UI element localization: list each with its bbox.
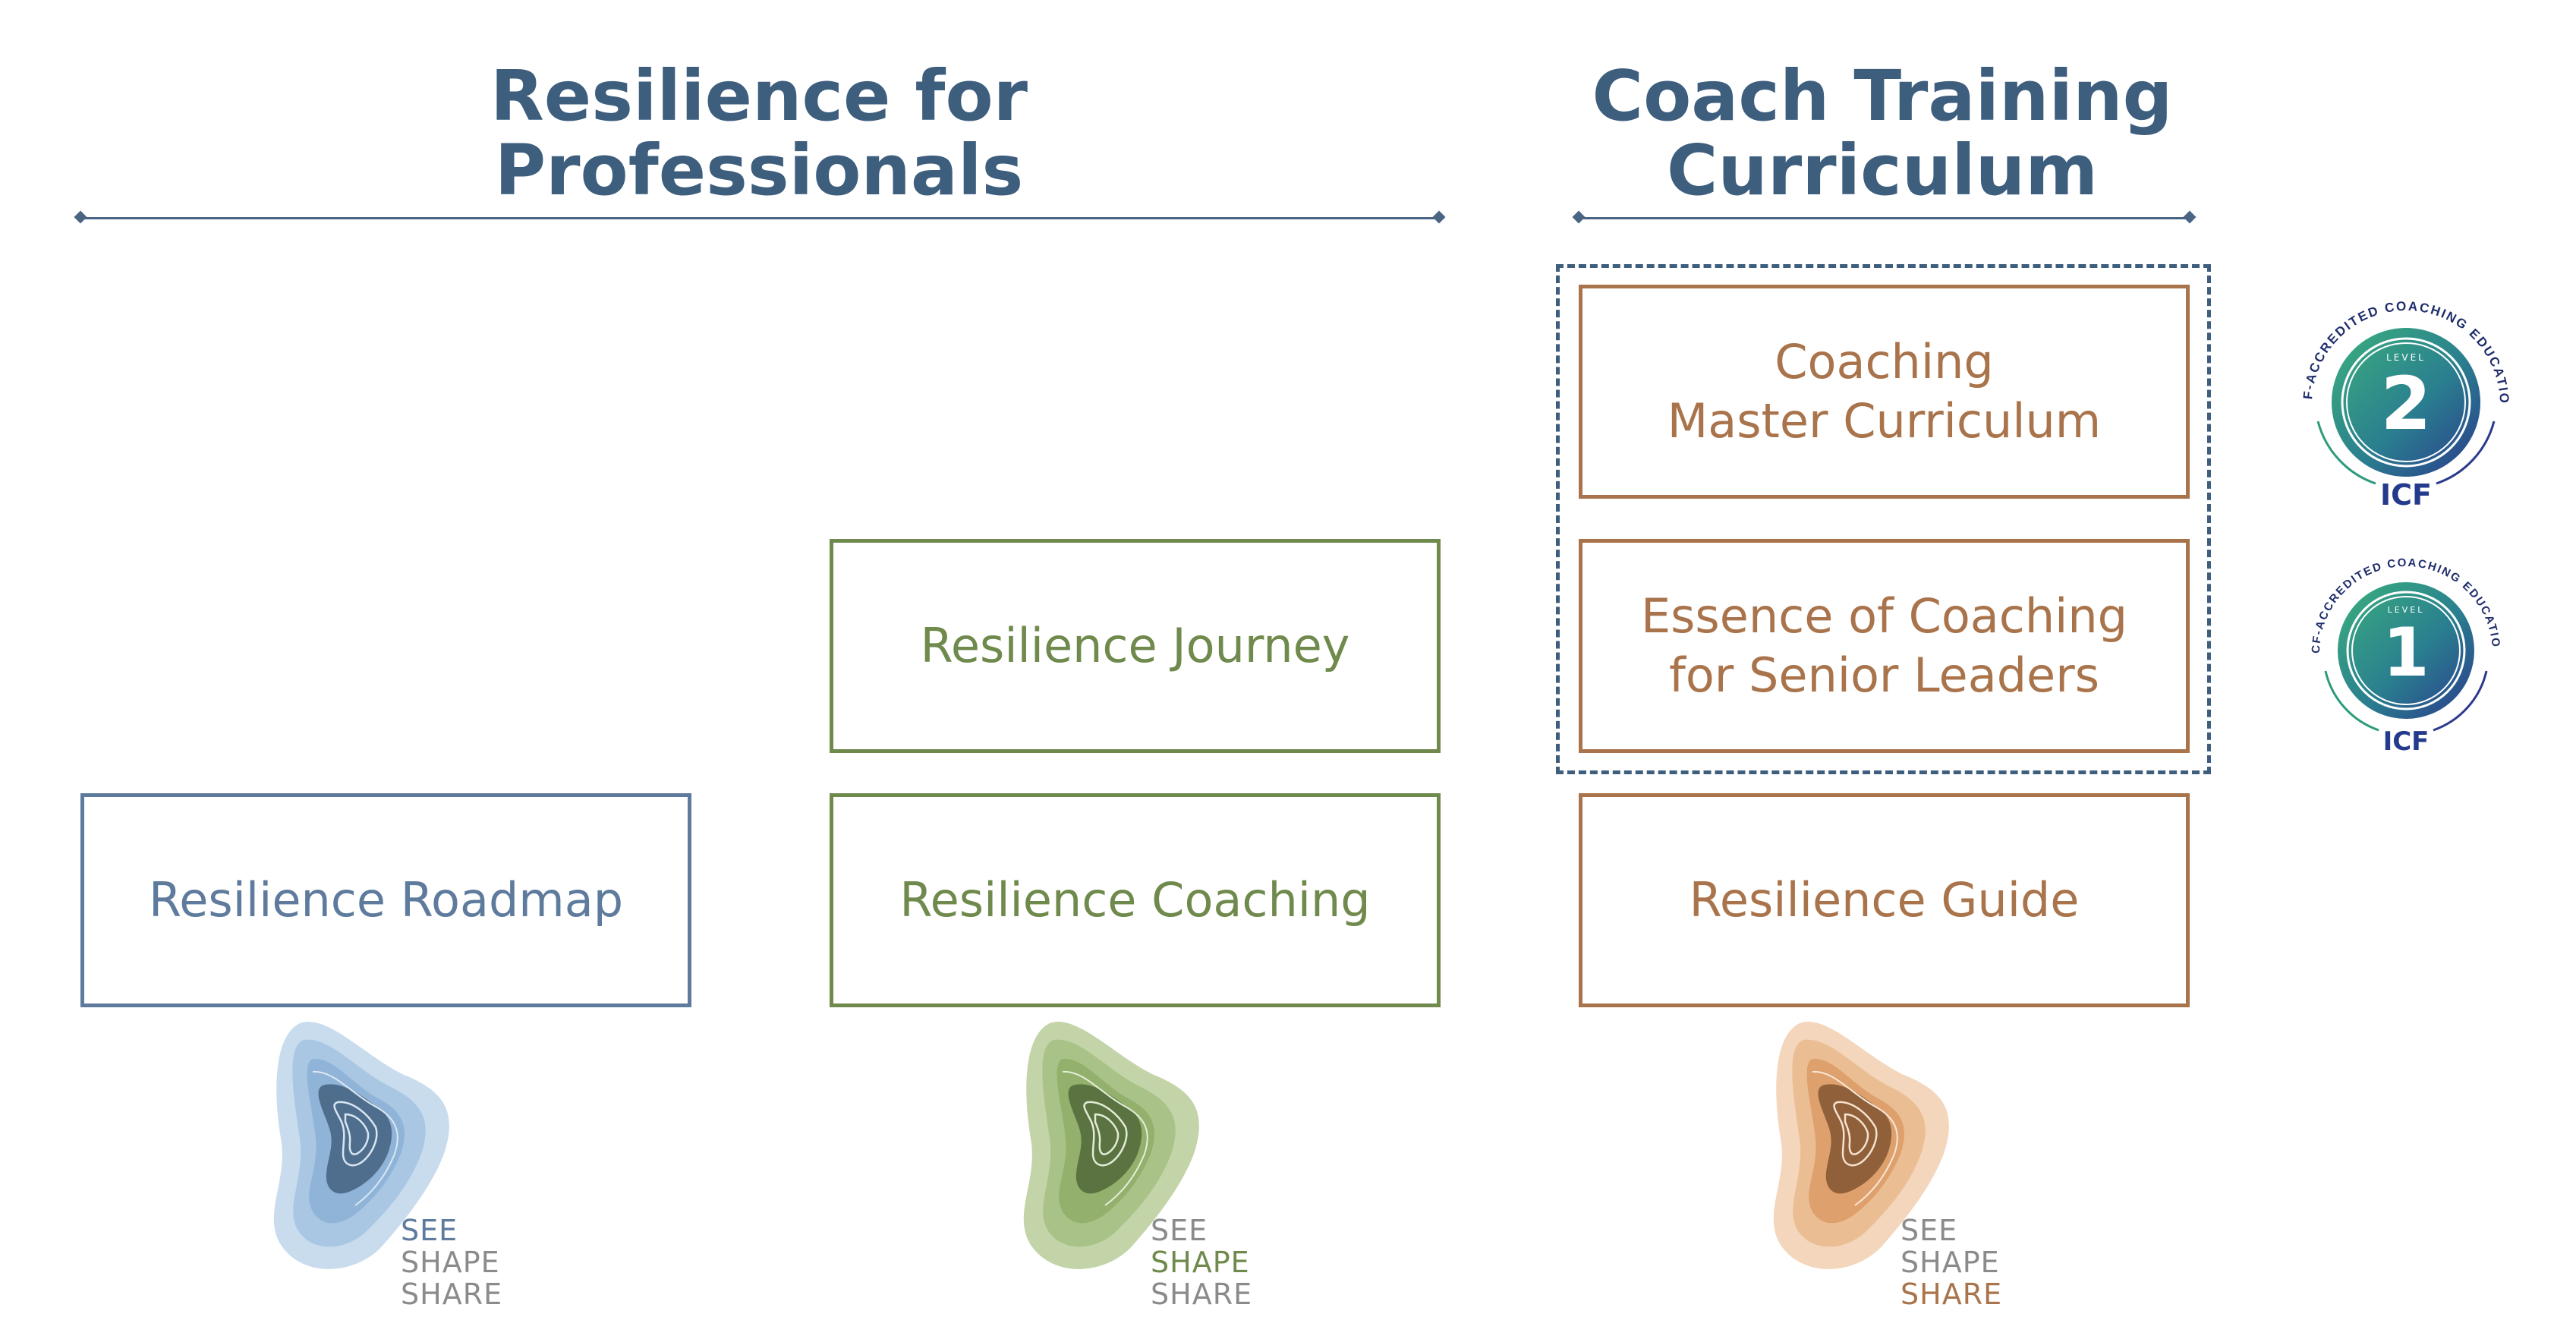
box-label: Resilience Journey [920, 618, 1350, 673]
coaching-master-curriculum-box[interactable]: Coaching Master Curriculum [1579, 285, 2190, 499]
divider-right [1579, 217, 2190, 219]
badge-level-number: 2 [2381, 361, 2432, 446]
icf-level-2-badge-icon: ICF-ACCREDITED COACHING EDUCATION LEVEL … [2285, 277, 2510, 512]
badge-brand: ICF [2380, 478, 2432, 512]
icf-accredited-group [1556, 264, 2211, 774]
resilience-journey-box[interactable]: Resilience Journey [830, 539, 1441, 753]
see-shape-share-green: SEE SHAPE SHARE [1151, 1215, 1252, 1310]
see-shape-share-orange: SEE SHAPE SHARE [1901, 1215, 2002, 1310]
badge-level-word: LEVEL [2386, 352, 2426, 363]
box-label: Master Curriculum [1667, 393, 2102, 449]
resilience-roadmap-box[interactable]: Resilience Roadmap [80, 793, 691, 1007]
heading-coach-training-curriculum: Coach Training Curriculum [1571, 59, 2193, 208]
box-label: Resilience Coaching [899, 872, 1371, 928]
heading-line: Professionals [494, 130, 1024, 211]
box-label: Essence of Coaching [1640, 588, 2128, 644]
heading-resilience-for-professionals: Resilience for Professionals [76, 59, 1442, 208]
essence-of-coaching-box[interactable]: Essence of Coaching for Senior Leaders [1579, 539, 2190, 753]
logo-word-shape: SHAPE [401, 1246, 500, 1279]
box-label: Coaching [1775, 334, 1994, 389]
resilience-guide-box[interactable]: Resilience Guide [1579, 793, 2190, 1007]
icf-level-1-badge-icon: ICF-ACCREDITED COACHING EDUCATION LEVEL … [2285, 531, 2501, 757]
logo-word-see: SEE [1901, 1214, 1958, 1247]
badge-brand: ICF [2383, 726, 2430, 757]
logo-word-see: SEE [1151, 1214, 1208, 1247]
box-label: Resilience Guide [1689, 872, 2080, 928]
resilience-coaching-box[interactable]: Resilience Coaching [830, 793, 1441, 1007]
topo-logo-orange-icon [1773, 1022, 1949, 1269]
logo-word-share: SHARE [1901, 1278, 2003, 1311]
heading-line: Coach Training [1592, 55, 2173, 137]
box-label: Resilience Roadmap [148, 872, 624, 928]
heading-line: Curriculum [1666, 130, 2099, 211]
badge-level-word: LEVEL [2388, 605, 2425, 615]
see-shape-share-blue: SEE SHAPE SHARE [401, 1215, 502, 1310]
badge-level-number: 1 [2382, 613, 2429, 692]
logo-word-shape: SHAPE [1901, 1246, 2000, 1279]
logo-word-see: SEE [401, 1214, 458, 1247]
divider-left [80, 217, 1439, 219]
logo-word-share: SHARE [401, 1278, 503, 1311]
logo-word-share: SHARE [1151, 1278, 1253, 1311]
topo-logo-green-icon [1023, 1022, 1199, 1269]
box-label: for Senior Leaders [1669, 647, 2099, 703]
heading-line: Resilience for [490, 55, 1028, 137]
logo-word-shape: SHAPE [1151, 1246, 1250, 1279]
topo-logo-blue-icon [273, 1022, 449, 1269]
